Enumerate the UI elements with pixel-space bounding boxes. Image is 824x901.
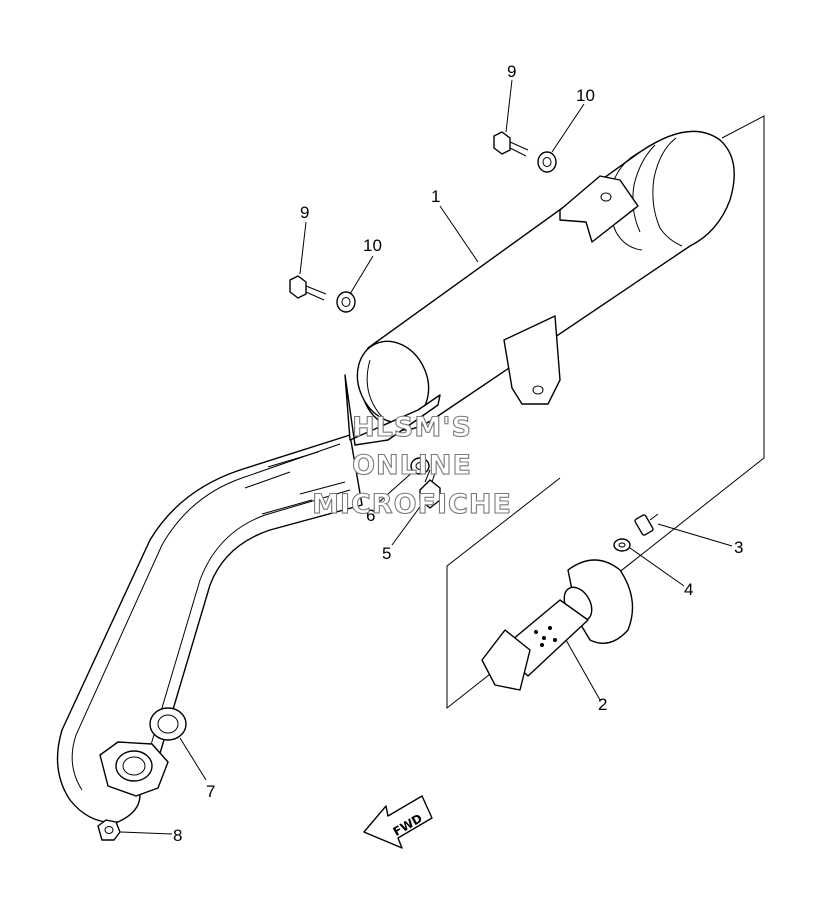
callout-5: 5 bbox=[382, 544, 391, 563]
nut-8 bbox=[97, 819, 121, 841]
watermark-line-2: ONLINE bbox=[352, 450, 472, 481]
callout-9-upper: 9 bbox=[507, 62, 516, 81]
callout-labels: 1 2 3 4 5 6 7 8 9 10 9 10 bbox=[173, 62, 743, 845]
fwd-direction-arrow: FWD bbox=[363, 795, 433, 849]
bolt-9-upper bbox=[493, 131, 529, 157]
exhaust-pipe bbox=[56, 434, 363, 824]
leader-lines bbox=[119, 79, 733, 835]
spark-arrester bbox=[481, 559, 634, 691]
callout-8: 8 bbox=[173, 826, 182, 845]
gasket-7 bbox=[149, 707, 187, 741]
bolt-3 bbox=[634, 513, 659, 536]
watermark: HLSM'S ONLINE MICROFICHE bbox=[312, 411, 512, 520]
callout-10-upper: 10 bbox=[576, 86, 595, 105]
callout-2: 2 bbox=[598, 695, 607, 714]
watermark-line-3: MICROFICHE bbox=[312, 489, 512, 520]
callout-7: 7 bbox=[206, 782, 215, 801]
callout-6: 6 bbox=[366, 506, 375, 525]
washer-10-upper bbox=[537, 151, 557, 173]
callout-4: 4 bbox=[684, 580, 693, 599]
muffler bbox=[344, 130, 735, 446]
washer-6 bbox=[410, 457, 430, 475]
bolt-5 bbox=[419, 469, 441, 509]
washer-4 bbox=[613, 538, 631, 552]
callout-1: 1 bbox=[431, 187, 440, 206]
watermark-line-1: HLSM'S bbox=[352, 412, 472, 443]
callout-9-lower: 9 bbox=[300, 203, 309, 222]
bolt-9-lower bbox=[289, 275, 327, 301]
callout-10-lower: 10 bbox=[363, 236, 382, 255]
washer-10-lower bbox=[336, 291, 356, 313]
callout-3: 3 bbox=[734, 538, 743, 557]
